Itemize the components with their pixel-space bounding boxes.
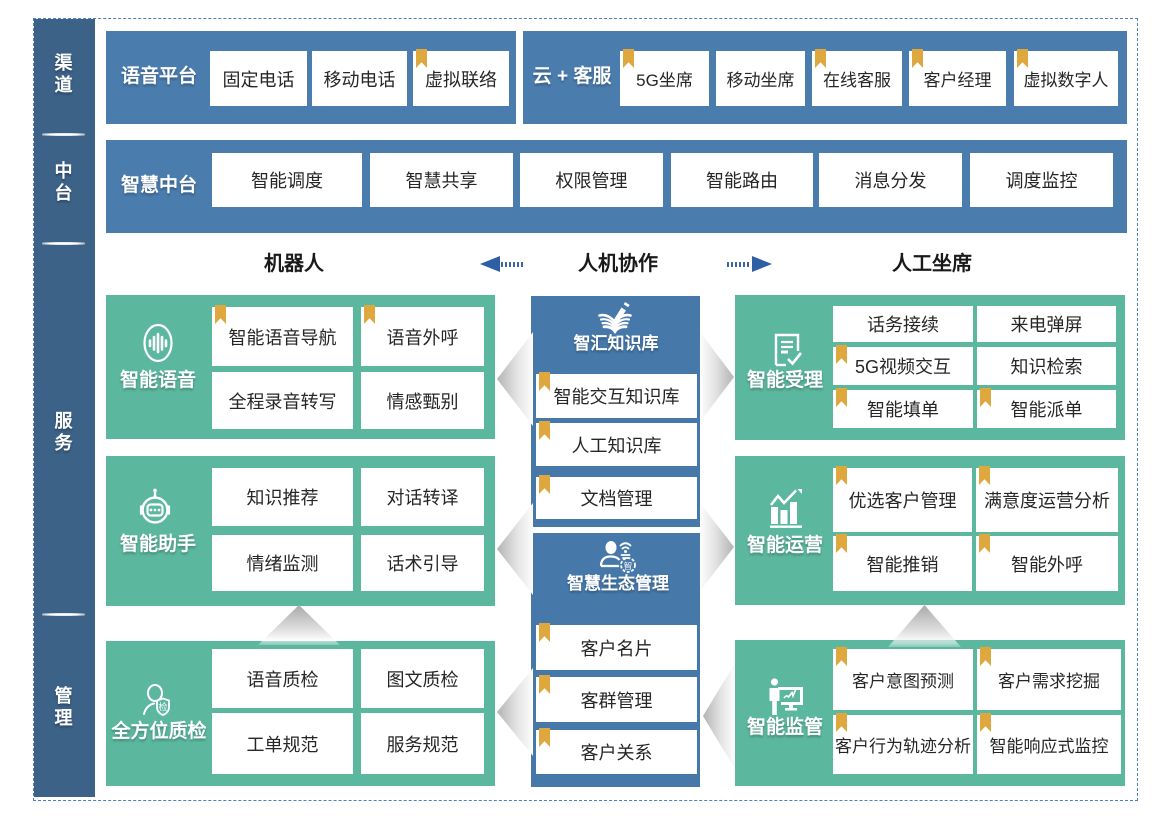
svg-text:检: 检 bbox=[158, 701, 167, 712]
svg-text:智: 智 bbox=[624, 561, 633, 571]
